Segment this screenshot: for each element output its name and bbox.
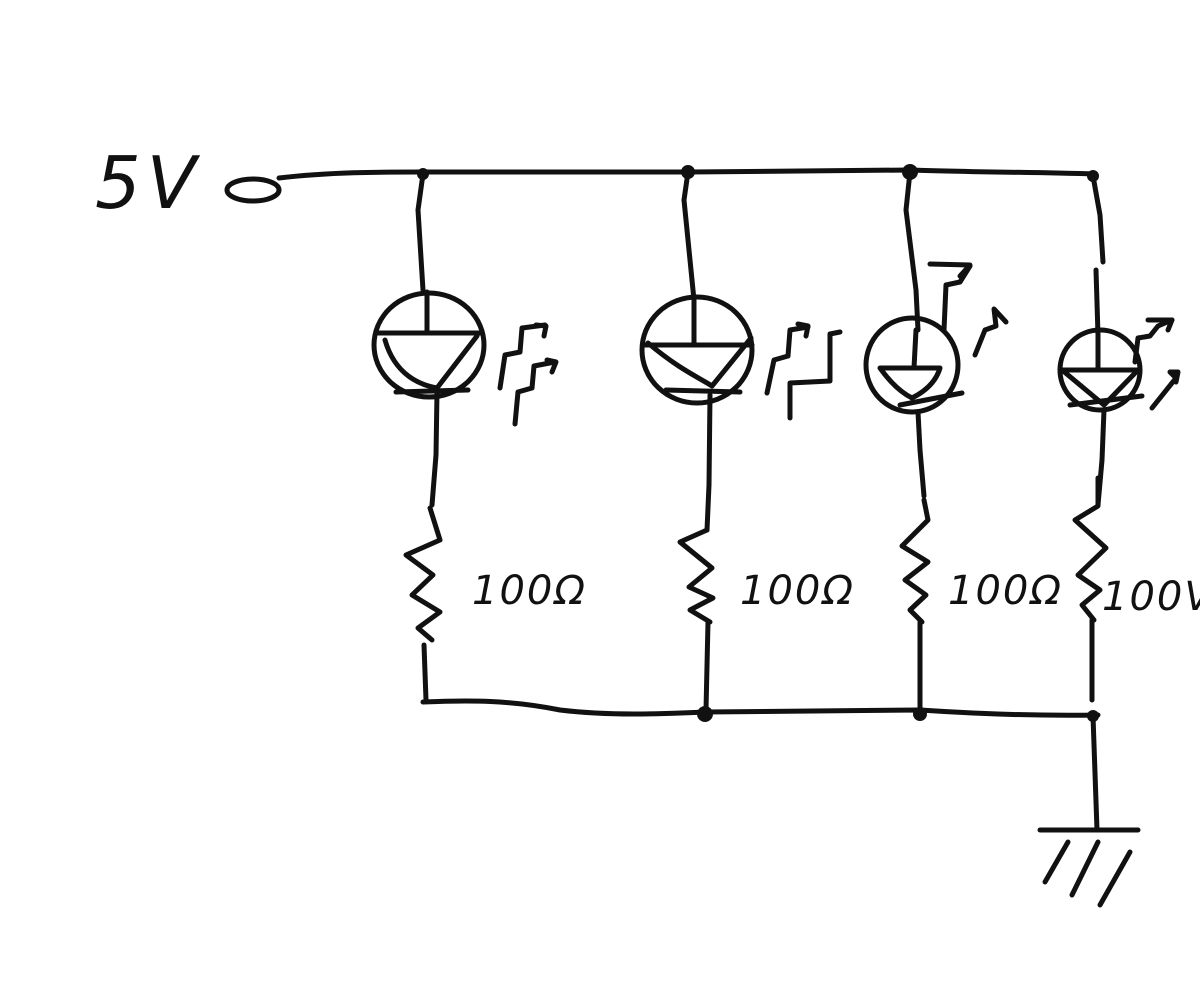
branch-4-upper-wire	[1093, 267, 1101, 338]
branch-2: 100Ω	[639, 169, 855, 713]
branch-2-mid-wire	[704, 392, 713, 533]
resistor-4-label: 100V	[1102, 574, 1200, 620]
branch-1-bottom-wire	[421, 642, 429, 703]
bottom-rail-wire	[420, 698, 1101, 718]
led-4-light-arrows-icon	[1132, 317, 1181, 411]
branch-1: 100Ω	[371, 171, 587, 703]
branch-3: 100Ω	[863, 169, 1063, 715]
supply-voltage-label: 5V	[95, 141, 202, 225]
resistor-2-label: 100Ω	[740, 568, 855, 614]
branch-4-top-wire	[1090, 173, 1106, 265]
branch-4: 100V	[1057, 173, 1200, 703]
led-2-icon	[639, 294, 755, 406]
resistor-3-label: 100Ω	[948, 568, 1063, 614]
led-1-icon	[371, 289, 487, 400]
resistor-1-label: 100Ω	[472, 568, 587, 614]
branch-2-top-wire	[681, 169, 697, 303]
supply-terminal-icon	[224, 176, 282, 204]
bottom-junction-2	[697, 706, 713, 722]
resistor-3-icon	[899, 497, 931, 625]
led-2-light-arrows-icon	[764, 321, 843, 421]
resistor-2-icon	[677, 527, 716, 625]
branch-1-top-wire	[415, 171, 426, 293]
led-1-light-arrows-icon	[497, 322, 559, 427]
led-3-icon	[863, 315, 965, 415]
led-3-light-arrows-icon	[927, 261, 1009, 358]
branch-2-bottom-wire	[703, 619, 711, 713]
ground-wire	[1090, 713, 1100, 833]
branch-3-top-wire	[903, 169, 921, 333]
resistor-1-icon	[403, 505, 443, 643]
led-4-icon	[1057, 327, 1145, 413]
ground-icon	[1037, 827, 1141, 908]
branch-1-mid-wire	[429, 389, 440, 508]
branch-3-mid-wire	[915, 409, 927, 499]
resistor-4-icon	[1072, 475, 1109, 623]
